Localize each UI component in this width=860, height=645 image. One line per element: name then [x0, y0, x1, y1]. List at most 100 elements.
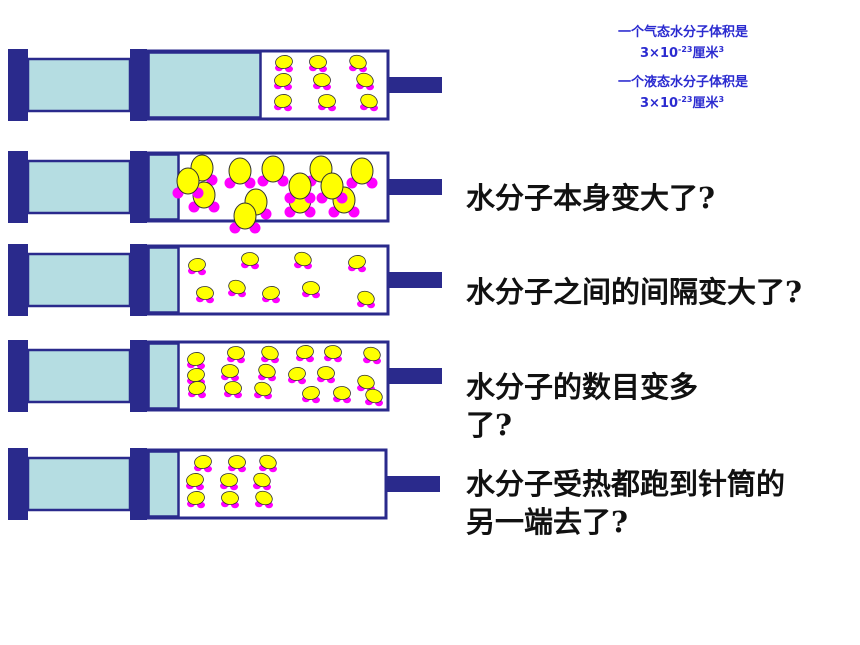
- water-molecule: [262, 286, 280, 304]
- water-molecule: [227, 346, 245, 364]
- oxygen-atom: [349, 54, 367, 70]
- water-molecule: [188, 258, 206, 276]
- water-molecule: [302, 386, 320, 404]
- plunger-cap: [8, 448, 28, 520]
- water-molecule: [196, 286, 214, 304]
- oxygen-atom: [309, 55, 327, 69]
- oxygen-atom: [348, 255, 366, 269]
- oxygen-atom: [262, 286, 280, 300]
- oxygen-atom: [188, 258, 206, 272]
- water-molecule-large: [229, 202, 261, 234]
- syringe-flange: [130, 49, 147, 121]
- oxygen-atom: [196, 286, 214, 300]
- water-molecule: [188, 381, 206, 399]
- oxygen-atom: [228, 279, 246, 295]
- oxygen-atom: [253, 472, 271, 488]
- water-molecule: [241, 252, 259, 270]
- oxygen-atom: [320, 172, 344, 200]
- water-molecule: [313, 73, 331, 91]
- syringe-nozzle: [388, 272, 442, 288]
- gas-volume-value: 3×10-23厘米3: [640, 45, 725, 61]
- water-molecule: [224, 381, 242, 399]
- syringe-nozzle: [388, 179, 442, 195]
- water-molecule: [258, 363, 276, 382]
- oxygen-atom: [333, 386, 351, 400]
- plunger-cap: [8, 151, 28, 223]
- liquid-volume-value: 3×10-23厘米3: [640, 95, 725, 111]
- water-molecule-large: [257, 155, 289, 187]
- oxygen-atom: [313, 73, 331, 87]
- plunger-rod: [26, 57, 132, 113]
- oxygen-atom: [187, 491, 205, 505]
- water-molecule: [333, 386, 351, 404]
- water-molecule: [228, 455, 246, 473]
- question-spacing-larger: 水分子之间的间隔变大了?: [466, 275, 802, 309]
- water-molecule: [255, 490, 273, 509]
- oxygen-atom: [365, 388, 383, 404]
- oxygen-atom: [221, 491, 239, 505]
- water-molecule-large: [224, 157, 256, 189]
- oxygen-atom: [224, 381, 242, 395]
- syringe-more-molecules: [8, 340, 442, 412]
- water-molecule: [187, 352, 205, 370]
- gas-volume-label: 一个气态水分子体积是: [618, 25, 749, 40]
- water-molecule: [317, 366, 335, 384]
- oxygen-atom: [241, 252, 259, 266]
- oxygen-atom: [228, 455, 246, 469]
- water-molecule: [357, 290, 375, 309]
- syringe-flange: [130, 244, 147, 316]
- syringe-liquid-water: [8, 49, 442, 121]
- oxygen-atom: [288, 172, 312, 200]
- water-molecule-large: [316, 172, 348, 204]
- water-molecule: [259, 454, 277, 473]
- water-molecule: [221, 491, 239, 509]
- oxygen-atom: [274, 73, 292, 87]
- water-molecule: [348, 255, 366, 273]
- oxygen-atom: [187, 352, 205, 366]
- oxygen-atom: [302, 386, 320, 400]
- oxygen-atom: [318, 94, 336, 108]
- oxygen-atom: [317, 366, 335, 380]
- plunger-head: [147, 51, 262, 119]
- water-molecule: [187, 491, 205, 509]
- syringe-barrel: [145, 244, 390, 316]
- plunger-rod: [26, 456, 132, 512]
- oxygen-atom: [220, 473, 238, 487]
- water-molecule: [254, 381, 272, 400]
- oxygen-atom: [363, 346, 381, 362]
- water-molecule-large: [346, 157, 378, 189]
- syringe-nozzle: [388, 77, 442, 93]
- water-molecule: [318, 94, 336, 112]
- syringe-flange: [130, 448, 147, 520]
- oxygen-atom: [259, 454, 277, 470]
- plunger-head: [147, 153, 180, 221]
- oxygen-atom: [288, 367, 306, 381]
- oxygen-atom: [194, 455, 212, 469]
- water-molecule: [365, 388, 383, 407]
- water-molecule-large: [284, 172, 316, 204]
- oxygen-atom: [275, 55, 293, 69]
- oxygen-atom: [356, 72, 374, 88]
- oxygen-atom: [221, 364, 239, 378]
- water-molecule: [357, 374, 375, 393]
- syringe-wider-spacing: [8, 244, 442, 316]
- oxygen-atom: [261, 345, 279, 361]
- syringe-nozzle: [386, 476, 440, 492]
- oxygen-atom: [261, 155, 285, 183]
- gas-volume-note: 一个气态水分子体积是 3×10-23厘米3: [618, 24, 748, 62]
- syringe-bigger-molecules: [8, 151, 442, 234]
- water-molecule: [324, 345, 342, 363]
- oxygen-atom: [360, 93, 378, 109]
- water-molecule: [274, 94, 292, 112]
- water-molecule: [356, 72, 374, 91]
- water-molecule: [261, 345, 279, 364]
- water-molecule: [275, 55, 293, 73]
- water-molecule: [294, 251, 312, 270]
- oxygen-atom: [294, 251, 312, 267]
- plunger-rod: [26, 348, 132, 404]
- syringe-molecules-one-end: [8, 448, 440, 520]
- plunger-cap: [8, 340, 28, 412]
- water-molecule: [253, 472, 271, 491]
- water-molecule: [349, 54, 367, 73]
